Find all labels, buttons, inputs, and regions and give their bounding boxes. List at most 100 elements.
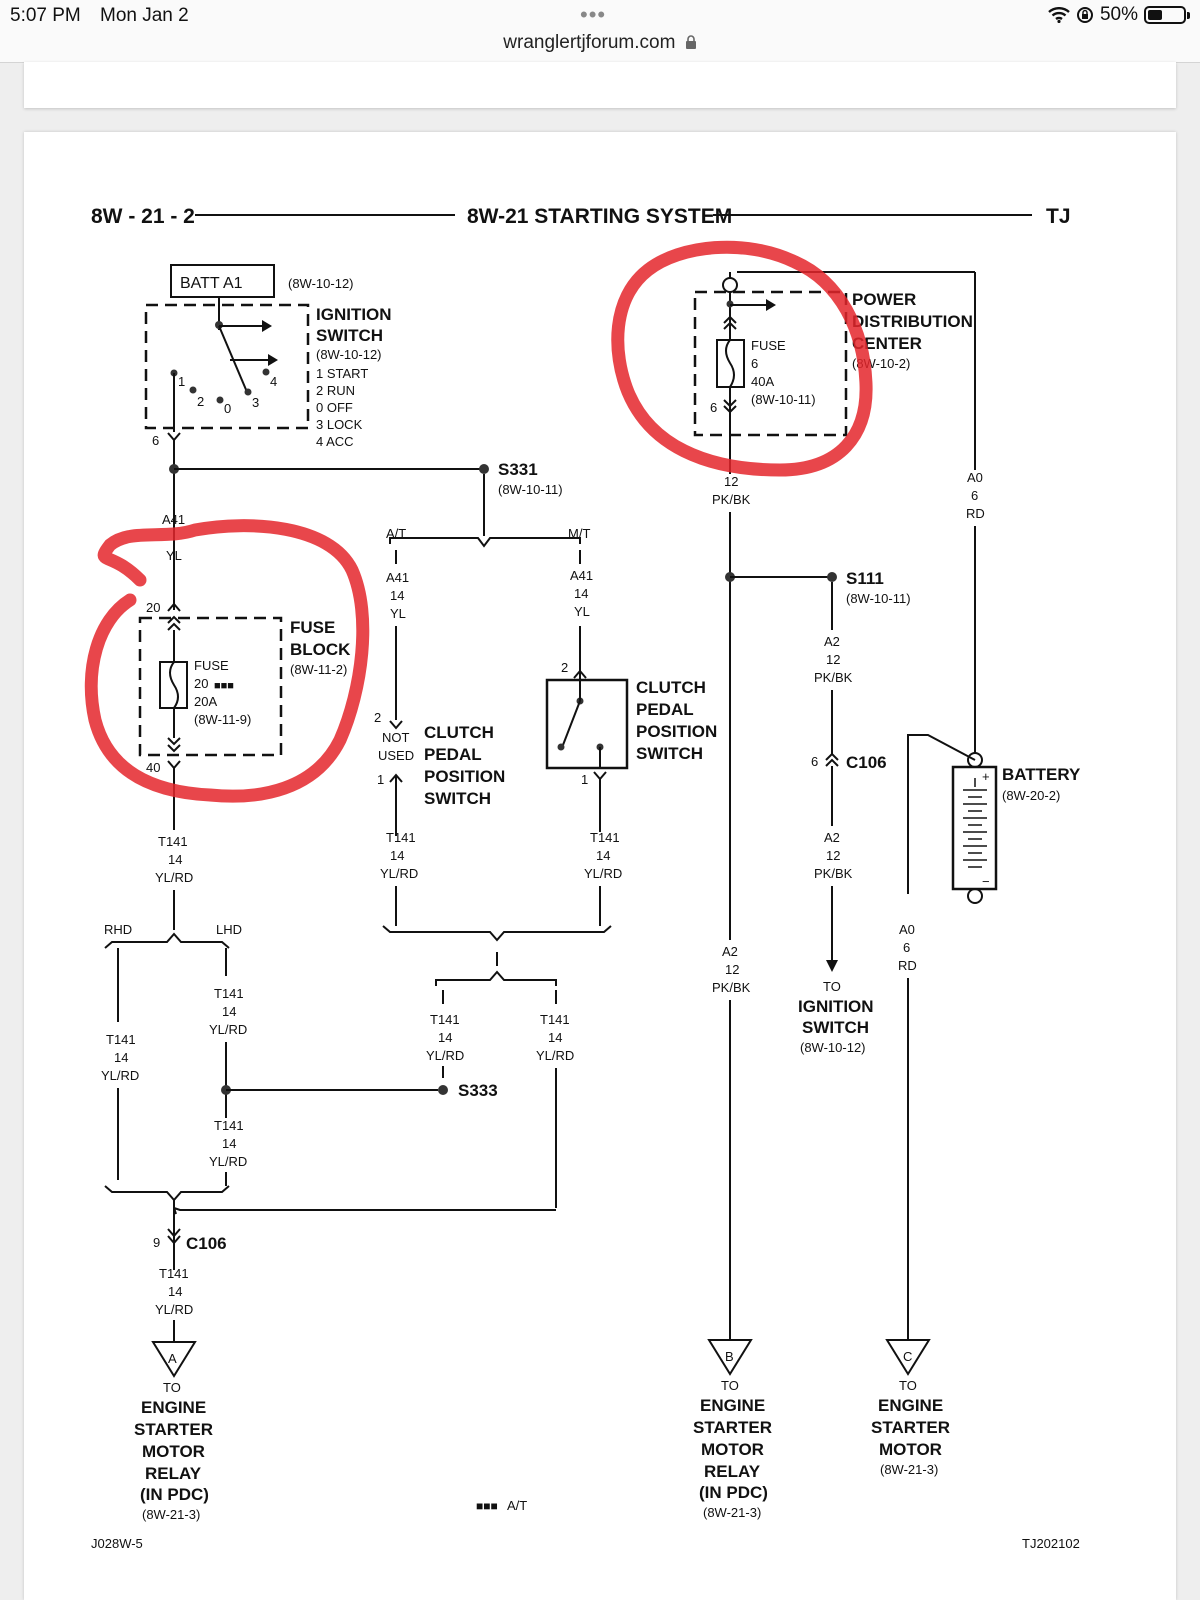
t141-fuse-3: YL/RD: [155, 870, 193, 885]
t141-rhd-3: YL/RD: [101, 1068, 139, 1083]
dest-c-line-1: TO: [899, 1378, 917, 1393]
battery-ref: (8W-20-2): [1002, 788, 1060, 803]
clutch-mt-name-2: PEDAL: [636, 700, 694, 719]
a41-at-3: YL: [390, 606, 406, 621]
ign-pos-acc: 4 ACC: [316, 434, 354, 449]
ign-pos-lock: 3 LOCK: [316, 417, 363, 432]
fuse-block-fuse-2: 20: [194, 676, 208, 691]
dest-a-triangle: [151, 1341, 197, 1378]
a0-bottom-1: A0: [899, 922, 915, 937]
clutch-at-notused-2: USED: [378, 748, 414, 763]
clutch-at-name-4: SWITCH: [424, 789, 491, 808]
pdc-name-3: CENTER: [852, 334, 922, 353]
dest-a-ref: (8W-21-3): [142, 1507, 200, 1522]
status-time: 5:07 PM: [10, 5, 81, 26]
pdc-pin: 6: [710, 400, 717, 415]
a41-mt-3: YL: [574, 604, 590, 619]
annotation-circle-pdc: [611, 240, 873, 477]
footer-left-code: J028W-5: [91, 1536, 143, 1551]
t141-fuse-2: 14: [168, 852, 182, 867]
dest-a-line-2: ENGINE: [141, 1398, 206, 1417]
padlock-icon: [685, 35, 696, 49]
clutch-at-name-2: PEDAL: [424, 745, 482, 764]
footer-right-code: TJ202102: [1022, 1536, 1080, 1551]
ign-name-1: IGNITION: [316, 305, 392, 324]
lock-rotation-icon: [1076, 7, 1093, 23]
ign-pin-1: 1: [178, 374, 185, 389]
branch-lhd: LHD: [216, 922, 242, 937]
dest-a-line-1: TO: [163, 1380, 181, 1395]
dest-ign-ref: (8W-10-12): [800, 1040, 866, 1055]
splice-s331: [479, 464, 489, 474]
t141-mt-1: T141: [590, 830, 620, 845]
dest-ign-line-3: SWITCH: [802, 1018, 869, 1037]
wifi-icon: [1048, 7, 1070, 23]
status-date: Mon Jan 2: [100, 5, 189, 26]
a2-main-1: A2: [722, 944, 738, 959]
pdc-out-1: 12: [724, 474, 738, 489]
a2-c106-1: A2: [824, 830, 840, 845]
clutch-mt-pin-top: 2: [561, 660, 568, 675]
fuse-block-ref: (8W-11-2): [290, 662, 347, 677]
dest-a-letter: A: [168, 1351, 177, 1366]
a41-at-2: 14: [390, 588, 404, 603]
ign-pin-0: 0: [224, 401, 231, 416]
branch-at: A/T: [386, 526, 406, 541]
splice-s111: [827, 572, 837, 582]
address-bar[interactable]: wranglertjforum.com: [0, 32, 1200, 54]
battery-plus: +: [982, 769, 990, 784]
dest-a-line-4: MOTOR: [142, 1442, 205, 1461]
t141-s333r-2: 14: [548, 1030, 562, 1045]
diagram-title: 8W-21 STARTING SYSTEM: [467, 205, 732, 228]
a41-mt-2: 14: [574, 586, 588, 601]
page-ref: 8W - 21 - 2: [91, 205, 195, 228]
pdc-name-1: POWER: [852, 290, 916, 309]
dest-b-letter: B: [725, 1349, 734, 1364]
more-dots-icon[interactable]: •••: [580, 2, 607, 27]
s111-ref: (8W-10-11): [846, 591, 911, 606]
t141-lhd-2: 14: [222, 1004, 236, 1019]
status-bar: 5:07 PM Mon Jan 2 ••• wranglertjforum.co…: [0, 0, 1200, 63]
ign-name-2: SWITCH: [316, 326, 383, 345]
t141-at-2: 14: [390, 848, 404, 863]
t141-c106-1: T141: [159, 1266, 189, 1281]
t141-fuse-1: T141: [158, 834, 188, 849]
dest-c-line-3: STARTER: [871, 1418, 950, 1437]
fuse-block-pin-out: 40: [146, 760, 160, 775]
a0-bottom-2: 6: [903, 940, 910, 955]
model-code: TJ: [1046, 205, 1071, 228]
url-text: wranglertjforum.com: [503, 32, 676, 53]
a2-s111-2: 12: [826, 652, 840, 667]
t141-lhd-3: YL/RD: [209, 1022, 247, 1037]
dest-b-ref: (8W-21-3): [703, 1505, 761, 1520]
ign-pin-2: 2: [197, 394, 204, 409]
clutch-at-notused-1: NOT: [382, 730, 410, 745]
clutch-at-name-3: POSITION: [424, 767, 505, 786]
ign-pos-start: 1 START: [316, 366, 368, 381]
t141-mt-3: YL/RD: [584, 866, 622, 881]
pdc-box: [693, 290, 848, 437]
t141-s333r-3: YL/RD: [536, 1048, 574, 1063]
a41-main-1: A41: [162, 512, 185, 527]
t141-lhdl-3: YL/RD: [209, 1154, 247, 1169]
dest-b-line-2: ENGINE: [700, 1396, 765, 1415]
ign-pin-3: 3: [252, 395, 259, 410]
fuse-block-box: [138, 616, 283, 757]
fuse-block-name-1: FUSE: [290, 618, 335, 637]
footer-legend-text: A/T: [507, 1498, 527, 1513]
c106-bottom-pin: 9: [153, 1235, 160, 1250]
dest-c-letter: C: [903, 1349, 912, 1364]
clutch-at-pin-bottom: 1: [377, 772, 384, 787]
pdc-out-2: PK/BK: [712, 492, 751, 507]
ign-ref: (8W-10-12): [316, 347, 382, 362]
dest-c-line-2: ENGINE: [878, 1396, 943, 1415]
pdc-fuse-1: FUSE: [751, 338, 786, 353]
branch-mt: M/T: [568, 526, 590, 541]
t141-c106-2: 14: [168, 1284, 182, 1299]
c106-bottom-label: C106: [186, 1234, 227, 1253]
s331-ref: (8W-10-11): [498, 482, 563, 497]
a2-s111-3: PK/BK: [814, 670, 853, 685]
a2-main-2: 12: [725, 962, 739, 977]
previous-card: [24, 62, 1176, 108]
clutch-at-name-1: CLUTCH: [424, 723, 494, 742]
